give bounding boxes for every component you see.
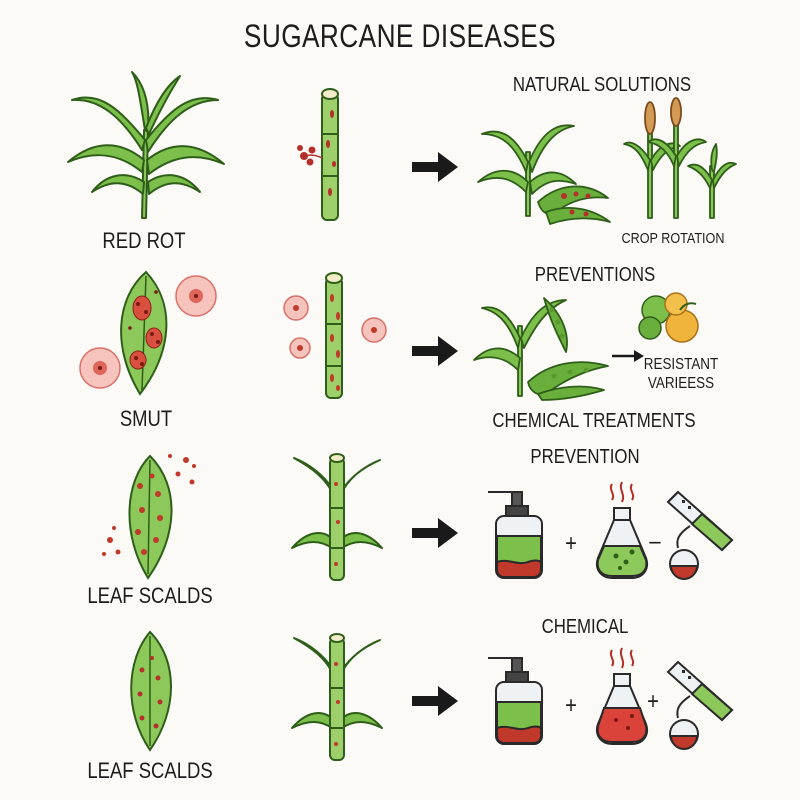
flask-icon [596,647,648,745]
scalded-stalk-icon [291,633,383,761]
spotted-leaf-icon [130,630,172,752]
disease-label-smut: SMUT [119,406,173,431]
cane-stalk-icon [297,88,339,221]
grass-leaves-icon [477,124,611,225]
scalded-stalk-icon [291,453,383,581]
test-tube-icon [666,490,734,580]
page-title: SUGARCANE DISEASES [243,18,557,54]
disease-label-leaf-scalds-1: LEAF SCALDS [87,583,213,608]
fruit-cluster-icon [638,292,699,343]
arrow-icon [412,336,458,366]
operator-plus: + [565,692,577,719]
cane-stalk-spores-icon [283,272,387,399]
arrow-icon [412,152,458,182]
note-varieess: VARIEESS [647,375,715,392]
heading-preventions: PREVENTIONS [534,264,656,286]
arrow-icon [412,686,458,716]
heading-chemical: CHEMICAL [541,616,629,638]
operator-minus: – [649,528,661,555]
test-tube-icon [666,660,734,750]
disease-label-red-rot: RED ROT [102,228,186,253]
spray-bottle-icon [488,657,543,745]
label-chemical-treatments: CHEMICAL TREATMENTS [492,410,696,432]
heading-prevention: PREVENTION [530,446,640,468]
small-arrow-icon [612,350,644,362]
arrow-icon [412,518,458,548]
diseased-leaf-icon [79,270,217,396]
sugarcane-plant-icon [67,71,225,219]
spray-bottle-icon [488,491,543,579]
note-resistant: RESISTANT [643,356,719,373]
flask-icon [596,481,648,579]
operator-plus: + [565,530,577,557]
treated-leaves-icon [473,297,609,401]
disease-label-leaf-scalds-2: LEAF SCALDS [87,758,213,783]
operator-plus: + [647,688,659,715]
crop-rotation-plants-icon [623,97,737,219]
heading-natural-solutions: NATURAL SOLUTIONS [512,74,692,96]
spotted-leaf-icon [102,454,196,580]
note-crop-rotation: CROP ROTATION [621,230,725,247]
